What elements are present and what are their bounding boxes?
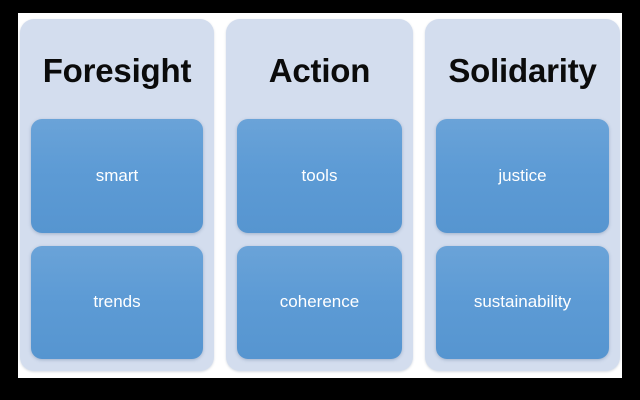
card-sustainability[interactable]: sustainability [436,245,609,359]
pillar-solidarity-cards: justice sustainability [436,119,609,359]
pillar-action-cards: tools coherence [237,119,402,359]
card-justice[interactable]: justice [436,119,609,233]
pillar-foresight[interactable]: Foresight smart trends [20,19,214,371]
card-coherence[interactable]: coherence [237,245,402,359]
card-label-sustainability: sustainability [473,292,572,312]
pillar-title-foresight: Foresight [42,52,192,89]
card-label-tools: tools [301,165,338,185]
pillar-title-solidarity: Solidarity [448,52,597,89]
card-label-coherence: coherence [279,292,360,312]
card-label-trends: trends [93,292,141,312]
pillar-columns: Foresight smart trends Action tools [18,13,622,378]
card-label-justice: justice [498,165,547,185]
pillar-title-action: Action [268,52,371,89]
pillar-action[interactable]: Action tools coherence [226,19,413,371]
card-smart[interactable]: smart [31,119,203,233]
card-label-smart: smart [95,165,139,185]
pillar-solidarity[interactable]: Solidarity justice sustainability [425,19,620,371]
card-tools[interactable]: tools [237,119,402,233]
diagram-canvas: Foresight smart trends Action tools [18,13,622,378]
card-trends[interactable]: trends [31,245,203,359]
pillar-foresight-cards: smart trends [31,119,203,359]
